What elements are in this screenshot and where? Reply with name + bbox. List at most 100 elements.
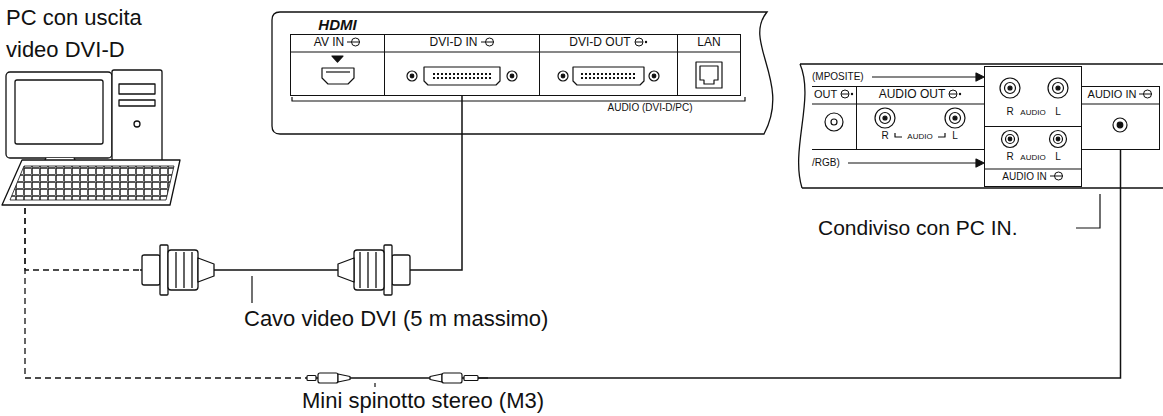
leader-line — [374, 383, 375, 387]
dvi-in-terminal: DVI-D IN — [384, 34, 540, 96]
cable-label: Mini spinotto stereo (M3) — [302, 388, 544, 413]
node-text: DVI-D IN — [430, 35, 478, 49]
rca-jack-ring — [1005, 83, 1016, 94]
node-text: OUT — [814, 88, 837, 100]
leader-line — [1076, 194, 1100, 228]
node-text: R — [881, 130, 888, 141]
rca-jack — [1000, 78, 1020, 98]
text-slot: (MPOSITE) — [812, 71, 872, 83]
header-line — [812, 104, 1160, 169]
output-symbol — [840, 89, 854, 99]
plug-relief — [430, 374, 442, 382]
symbol-line — [347, 42, 360, 43]
symbol-line — [1050, 176, 1063, 177]
output-symbol — [634, 37, 648, 47]
symbol-line — [481, 42, 494, 43]
node-text: AUDIO — [1020, 153, 1045, 162]
node-text: L — [952, 130, 958, 141]
symbol-ring — [1144, 90, 1152, 98]
text-slot: AV IN — [291, 36, 384, 50]
node-text: HDMI — [318, 16, 356, 33]
pc-illustration — [2, 70, 180, 205]
node-text: L — [1055, 151, 1061, 162]
node-text: AUDIO (DVI-D/PC) — [608, 102, 693, 113]
input-symbol — [1139, 89, 1153, 99]
rca-jack — [825, 113, 843, 131]
node-text: AUDIO IN — [1002, 171, 1046, 182]
text-slot: Cavo video DVI (5 m massimo) — [244, 306, 604, 332]
mini-jack — [1113, 118, 1127, 132]
audio-in-terminal: AUDIO IN — [1081, 86, 1160, 150]
cable-solid — [305, 150, 1121, 378]
cable-dashed — [25, 208, 140, 270]
port-screw-hole — [410, 74, 414, 78]
port-screw-hole — [510, 74, 514, 78]
port-screw — [649, 71, 659, 81]
bracket-arrow — [976, 159, 984, 167]
cable-solid — [140, 96, 462, 270]
rca-jack — [945, 108, 965, 128]
panel-edge — [799, 64, 1163, 188]
audio-bracket — [292, 97, 745, 101]
rca-jack-ring — [1053, 83, 1064, 94]
node-text: (MPOSITE) — [812, 71, 864, 82]
text-slot: AUDIO — [1013, 153, 1053, 162]
hdmi-port — [322, 68, 354, 84]
symbol-ring — [352, 38, 360, 46]
keyboard-keys — [10, 166, 174, 200]
plug-body — [168, 250, 198, 290]
leader-lines — [252, 194, 1100, 387]
text-slot: L — [948, 130, 962, 142]
text-slot: AUDIO — [1013, 108, 1053, 117]
text-slot: LAN — [678, 36, 740, 50]
rca-jack-core — [831, 119, 837, 125]
text-slot: Condiviso con PC IN. — [818, 215, 1078, 241]
dvi-out-terminal: DVI-D OUT — [539, 34, 678, 96]
rca-jack — [1002, 131, 1019, 148]
symbol-line — [1139, 94, 1152, 95]
mini-plugs — [307, 373, 488, 383]
audio-in-block: RAUDIO L AUDIO IN — [984, 126, 1082, 187]
text-slot: OUT — [812, 88, 856, 101]
node-text: AV IN — [314, 35, 344, 49]
node-text: R — [1006, 106, 1013, 117]
plug-relief — [198, 258, 214, 282]
text-slot: Mini spinotto stereo (M3) — [302, 389, 632, 413]
plug-relief — [338, 258, 354, 282]
symbol-ring — [949, 90, 957, 98]
dvi-pins — [580, 71, 636, 81]
symbol-dot — [959, 93, 961, 95]
drive-bays — [119, 84, 155, 106]
text-slot: R — [1003, 151, 1017, 163]
hdmi-port-slot — [326, 71, 350, 72]
text-slot: PC con uscita video DVI-D — [6, 2, 166, 66]
plug-flange — [160, 245, 168, 295]
plug-body — [354, 250, 384, 290]
rca-jack-ring — [880, 113, 891, 124]
audio-out-terminal: AUDIO OUTRAUDIOL — [856, 86, 985, 150]
output-terminal: OUT — [812, 86, 857, 150]
cable-connector — [25, 150, 1121, 378]
symbol-dot — [851, 93, 853, 95]
node-text: /RGB) — [812, 157, 840, 168]
input-symbol — [481, 37, 495, 47]
rca-jack-core — [883, 116, 887, 120]
plug-relief — [338, 374, 350, 382]
plug-tip — [464, 376, 478, 381]
panel-edge — [272, 12, 773, 134]
audio-in-block: RAUDIOL — [984, 66, 1082, 127]
plug-ridges — [176, 252, 192, 288]
text-slot: AUDIO OUT — [857, 88, 984, 102]
plug-face — [392, 255, 410, 285]
panel-outline — [790, 64, 1163, 188]
rca-jack-core — [1008, 137, 1012, 141]
cable-dashed — [25, 208, 305, 378]
symbol-line — [635, 42, 643, 43]
text-slot: L — [1051, 151, 1065, 163]
rca-jack-core — [1056, 86, 1060, 90]
lan-port — [696, 62, 722, 88]
rca-jack-core — [1008, 86, 1012, 90]
monitor-case — [6, 72, 112, 158]
